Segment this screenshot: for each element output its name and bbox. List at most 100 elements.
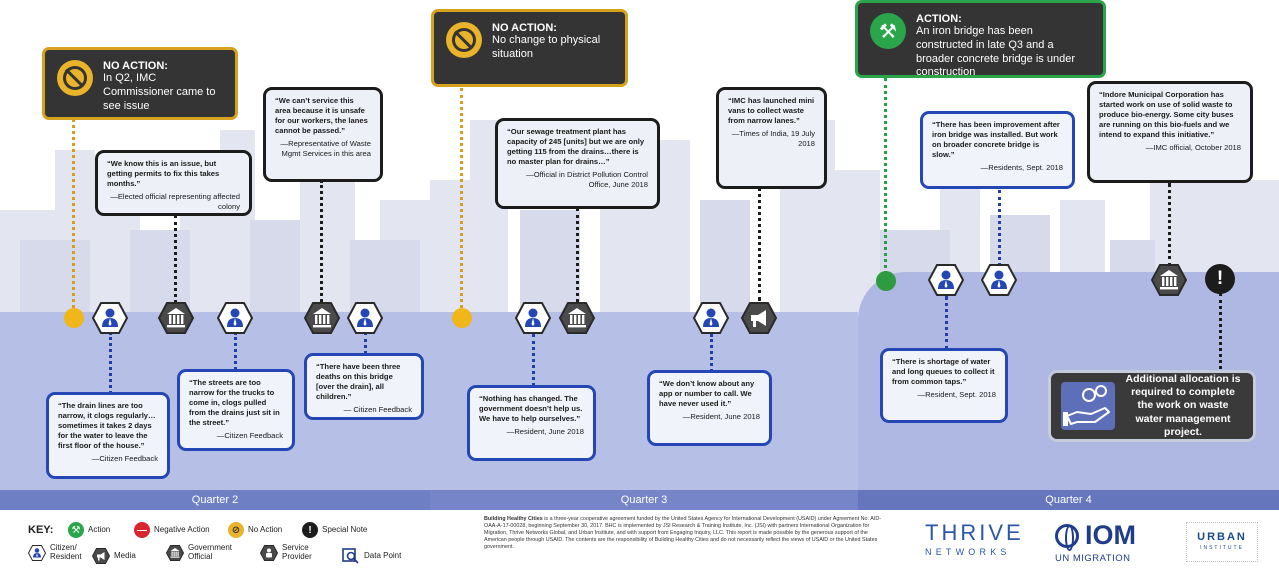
quote-attribution: —Official in District Pollution Control … [526, 170, 648, 190]
banner-text: In Q2, IMC Commissioner came to see issu… [103, 72, 216, 112]
legend-item-negative-action: — Negative Action [134, 522, 210, 538]
quote-text: “There has been improvement after iron b… [932, 120, 1060, 160]
citizen-icon [27, 544, 47, 561]
funding-statement: Building Healthy Cities is a three-year … [484, 516, 886, 551]
quote-text: “The streets are too narrow for the truc… [189, 378, 280, 428]
connector-line [998, 190, 1001, 266]
connector-line [364, 332, 367, 354]
legend-item-no-action: ⊘ No Action [228, 522, 282, 538]
citizen-icon [981, 264, 1017, 296]
quote-attribution: —Resident, Sept. 2018 [917, 390, 996, 400]
connector-line [460, 88, 463, 308]
legend-label: Citizen/ Resident [50, 543, 82, 561]
quarter-2-label: Quarter 2 [0, 490, 430, 510]
quote-box-residents-bridge: “There has been improvement after iron b… [920, 111, 1075, 189]
connector-line [234, 332, 237, 370]
connector-line [576, 208, 579, 302]
quote-text: “Indore Municipal Corporation has starte… [1099, 90, 1234, 140]
citizen-icon [928, 264, 964, 296]
negative-action-icon: — [134, 522, 150, 538]
quote-box-resident-nothing: “Nothing has changed. The government doe… [467, 385, 596, 461]
banner-text: No change to physical situation [492, 34, 601, 60]
citizen-icon [515, 302, 551, 334]
connector-line [1168, 183, 1171, 267]
banner-title: NO ACTION: [103, 60, 168, 72]
no-action-banner-q3: NO ACTION: No change to physical situati… [431, 9, 628, 87]
connector-line [1219, 293, 1222, 369]
quote-attribution: —Elected official representing affected … [110, 192, 240, 212]
urban-logo-subtext: INSTITUTE [1200, 545, 1244, 551]
quote-attribution: —Residents, Sept. 2018 [980, 163, 1063, 173]
connector-line [710, 334, 713, 372]
quote-box-imc-official: “Indore Municipal Corporation has starte… [1087, 81, 1253, 183]
data-point-icon [342, 548, 359, 564]
quote-text: “Nothing has changed. The government doe… [479, 394, 583, 424]
iom-logo: IOM UN MIGRATION [1055, 522, 1167, 564]
thrive-logo-text: THRIVE [925, 520, 1024, 545]
quote-attribution: —Citizen Feedback [91, 454, 158, 464]
citizen-icon [217, 302, 253, 334]
legend-label: Data Point [364, 550, 402, 560]
citizen-icon [693, 302, 729, 334]
tools-icon: ⚒ [870, 13, 906, 49]
no-action-marker [452, 308, 472, 328]
legend-item-media: Media [91, 548, 136, 564]
quote-text: “We know this is an issue, but getting p… [107, 159, 220, 189]
quote-box-citizen-deaths: “There have been three deaths on this br… [304, 353, 424, 420]
connector-line [109, 332, 112, 394]
thrive-logo-subtext: NETWORKS [925, 547, 1011, 557]
legend-label: Special Note [322, 524, 368, 534]
legend-item-citizen: Citizen/ Resident [27, 543, 84, 562]
quote-text: “IMC has launched mini vans to collect w… [728, 96, 815, 126]
government-icon [165, 544, 185, 561]
connector-line [945, 296, 948, 350]
quote-box-citizen-drains: “The drain lines are too narrow, it clog… [46, 392, 170, 479]
quote-box-citizen-streets: “The streets are too narrow for the truc… [177, 369, 295, 451]
legend-label: Action [88, 524, 111, 534]
no-action-banner-q2: NO ACTION: In Q2, IMC Commissioner came … [42, 47, 238, 120]
media-icon [741, 302, 777, 334]
quote-text: “The drain lines are too narrow, it clog… [58, 401, 156, 451]
quote-box-times-of-india: “IMC has launched mini vans to collect w… [716, 87, 827, 189]
quote-attribution: —Times of India, 19 July 2018 [731, 129, 815, 149]
quarter-3-label: Quarter 3 [430, 490, 858, 510]
urban-logo-text: URBAN [1197, 531, 1247, 543]
no-action-icon [446, 22, 482, 58]
quote-box-waste-mgmt: “We can’t service this area because it i… [263, 87, 383, 182]
banner-title: NO ACTION: [492, 22, 557, 34]
quote-attribution: —IMC official, October 2018 [1145, 143, 1241, 153]
legend-item-action: ⚒ Action [68, 522, 110, 538]
special-note-box: Additional allocation is required to com… [1048, 370, 1256, 442]
banner-title: ACTION: [916, 13, 962, 25]
money-hand-icon [1061, 382, 1115, 430]
legend-item-service-provider: Service Provider [259, 543, 322, 562]
quote-box-resident-app: “We don’t know about any app or number t… [647, 370, 772, 446]
quote-attribution: —Representative of Waste Mgmt Services i… [280, 139, 371, 159]
legend-title: KEY: [28, 524, 54, 536]
action-icon: ⚒ [68, 522, 84, 538]
special-note-icon: ! [302, 522, 318, 538]
banner-text: An iron bridge has been constructed in l… [916, 25, 1075, 79]
connector-line [320, 180, 323, 302]
quote-box-resident-water: “There is shortage of water and long que… [880, 348, 1008, 423]
no-action-marker [64, 308, 84, 328]
connector-line [174, 215, 177, 303]
legend-label: Government Official [188, 543, 233, 561]
no-action-icon [57, 60, 93, 96]
connector-line [72, 108, 75, 308]
quote-box-elected-official: “We know this is an issue, but getting p… [95, 150, 252, 216]
legend-label: Media [114, 550, 136, 560]
quote-attribution: —Citizen Feedback [216, 431, 283, 441]
service-provider-icon [259, 544, 279, 561]
quote-box-pollution-office: “Our sewage treatment plant has capacity… [495, 118, 660, 209]
connector-line [532, 334, 535, 386]
quote-attribution: — Citizen Feedback [343, 405, 412, 415]
quote-text: “There have been three deaths on this br… [316, 362, 401, 402]
quote-text: “Our sewage treatment plant has capacity… [507, 127, 645, 167]
iom-logo-subtext: UN MIGRATION [1055, 553, 1131, 564]
legend-label: Service Provider [282, 543, 312, 561]
media-icon [91, 548, 111, 564]
connector-line [884, 78, 887, 274]
special-note-text: Additional allocation is required to com… [1125, 373, 1241, 438]
